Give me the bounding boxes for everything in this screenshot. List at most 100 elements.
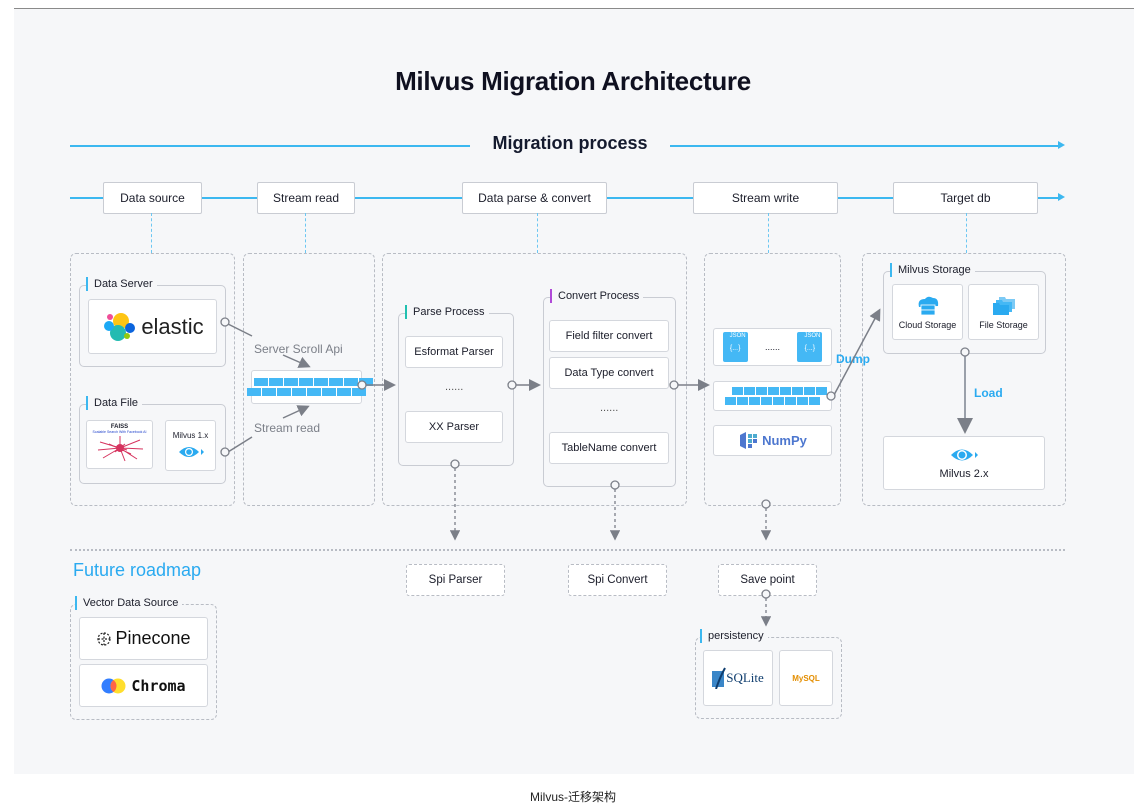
convert-process-group: Convert Process xyxy=(543,289,676,487)
port-icon xyxy=(669,380,679,390)
stage-data-source: Data source xyxy=(103,182,202,214)
elastic-card: elastic xyxy=(88,299,217,354)
milvus-storage-label: Milvus Storage xyxy=(890,263,975,277)
cloud-storage-card: Cloud Storage xyxy=(892,284,963,340)
chroma-card: Chroma xyxy=(79,664,208,707)
diagram-title: Milvus Migration Architecture xyxy=(395,66,751,96)
edge-scroll-to-buffer xyxy=(282,354,311,368)
connector xyxy=(966,213,967,253)
roadmap-divider xyxy=(70,549,1065,551)
faiss-tagline: Scalable Search With Facebook AI xyxy=(92,430,147,434)
connector xyxy=(537,213,538,253)
cloud-storage-label: Cloud Storage xyxy=(898,319,957,330)
milvus1-label: Milvus 1.x xyxy=(172,431,209,440)
connector xyxy=(151,213,152,253)
mysql-wordmark: MySQL xyxy=(792,673,820,683)
port-icon xyxy=(450,459,460,469)
persistency-container: persistency xyxy=(695,629,842,719)
elastic-logo-icon xyxy=(104,312,136,341)
data-file-label: Data File xyxy=(86,396,143,410)
milvus1-card: Milvus 1.x xyxy=(165,420,216,471)
stream-read-label: Stream read xyxy=(254,421,321,435)
parser-item: XX Parser xyxy=(405,411,503,443)
stage-target-db: Target db xyxy=(893,182,1038,214)
persistency-label: persistency xyxy=(700,629,768,643)
mysql-card: MySQL xyxy=(779,650,833,706)
milvus-eye-icon xyxy=(178,447,204,457)
port-icon xyxy=(960,347,970,357)
faiss-card: FAISS Scalable Search With Facebook AI xyxy=(86,420,153,469)
target-db-container xyxy=(862,253,1066,506)
converter-item: Field filter convert xyxy=(549,320,669,352)
milvus-eye-icon xyxy=(951,449,978,461)
faiss-graph-icon xyxy=(97,436,143,462)
sqlite-logo-icon xyxy=(712,667,727,689)
chroma-logo-icon xyxy=(101,678,126,693)
pinecone-logo-icon xyxy=(97,631,112,646)
data-file-group: Data File xyxy=(79,396,226,484)
stage-arrow-icon xyxy=(1058,193,1065,201)
load-label: Load xyxy=(974,386,1003,400)
file-storage-label: File Storage xyxy=(979,319,1028,330)
vector-source-label: Vector Data Source xyxy=(75,596,183,610)
stage-stream-write: Stream write xyxy=(693,182,838,214)
parse-convert-container xyxy=(382,253,687,506)
numpy-card: NumPy xyxy=(713,425,832,456)
milvus2-label: Milvus 2.x xyxy=(939,468,989,480)
json-file-icon: JSON {...} xyxy=(797,332,823,362)
stream-read-container xyxy=(243,253,375,506)
port-icon xyxy=(220,447,230,457)
pinecone-card: Pinecone xyxy=(79,617,208,660)
sqlite-card: SQLite xyxy=(703,650,773,706)
spi-convert-box: Spi Convert xyxy=(568,564,667,596)
spi-parser-box: Spi Parser xyxy=(406,564,505,596)
parser-ellipsis: ...... xyxy=(445,381,464,393)
stage-stream-read: Stream read xyxy=(257,182,355,214)
stage-data-parse-convert: Data parse & convert xyxy=(462,182,607,214)
write-buffer xyxy=(713,381,832,411)
port-icon xyxy=(610,480,620,490)
port-icon xyxy=(761,499,771,509)
converter-item: TableName convert xyxy=(549,432,669,464)
port-icon xyxy=(507,380,517,390)
numpy-wordmark: NumPy xyxy=(762,433,807,448)
milvus2-card: Milvus 2.x xyxy=(883,436,1045,490)
stream-buffer xyxy=(247,370,373,404)
pinecone-wordmark: Pinecone xyxy=(115,628,191,648)
buffer-blocks-row xyxy=(247,388,366,396)
json-files-card: JSON {...} ...... JSON {...} xyxy=(713,328,832,366)
numpy-logo-icon xyxy=(740,431,758,449)
file-storage-icon xyxy=(992,296,1015,315)
elastic-wordmark: elastic xyxy=(141,313,204,339)
buffer-blocks-row xyxy=(725,397,820,405)
parser-item: Esformat Parser xyxy=(405,336,503,368)
converter-item: Data Type convert xyxy=(549,357,669,389)
convert-process-label: Convert Process xyxy=(550,289,644,303)
json-ellipsis: ...... xyxy=(764,342,780,352)
port-icon xyxy=(761,589,771,599)
sqlite-wordmark: SQLite xyxy=(726,670,764,685)
parse-process-label: Parse Process xyxy=(405,305,489,319)
buffer-blocks-row xyxy=(732,387,827,395)
edge-dump xyxy=(833,308,881,396)
figure-caption: Milvus-迁移架构 xyxy=(530,790,616,804)
port-icon xyxy=(357,380,367,390)
edge-file-to-stream xyxy=(227,436,253,453)
file-storage-card: File Storage xyxy=(968,284,1039,340)
faiss-name: FAISS xyxy=(110,424,129,430)
process-label: Migration process xyxy=(470,133,670,154)
vector-source-container: Vector Data Source xyxy=(70,596,217,720)
chroma-wordmark: Chroma xyxy=(131,676,186,695)
json-file-icon: JSON {...} xyxy=(722,332,748,362)
edge-elastic-to-scroll xyxy=(227,323,253,337)
edge-stream-to-buffer xyxy=(282,405,310,419)
future-roadmap-heading: Future roadmap xyxy=(73,560,202,580)
server-scroll-api-label: Server Scroll Api xyxy=(254,342,343,356)
data-server-label: Data Server xyxy=(86,277,157,291)
cloud-storage-icon xyxy=(918,296,938,315)
connector xyxy=(768,213,769,253)
data-source-container xyxy=(70,253,235,506)
buffer-blocks-row xyxy=(254,378,373,386)
port-icon xyxy=(220,317,230,327)
